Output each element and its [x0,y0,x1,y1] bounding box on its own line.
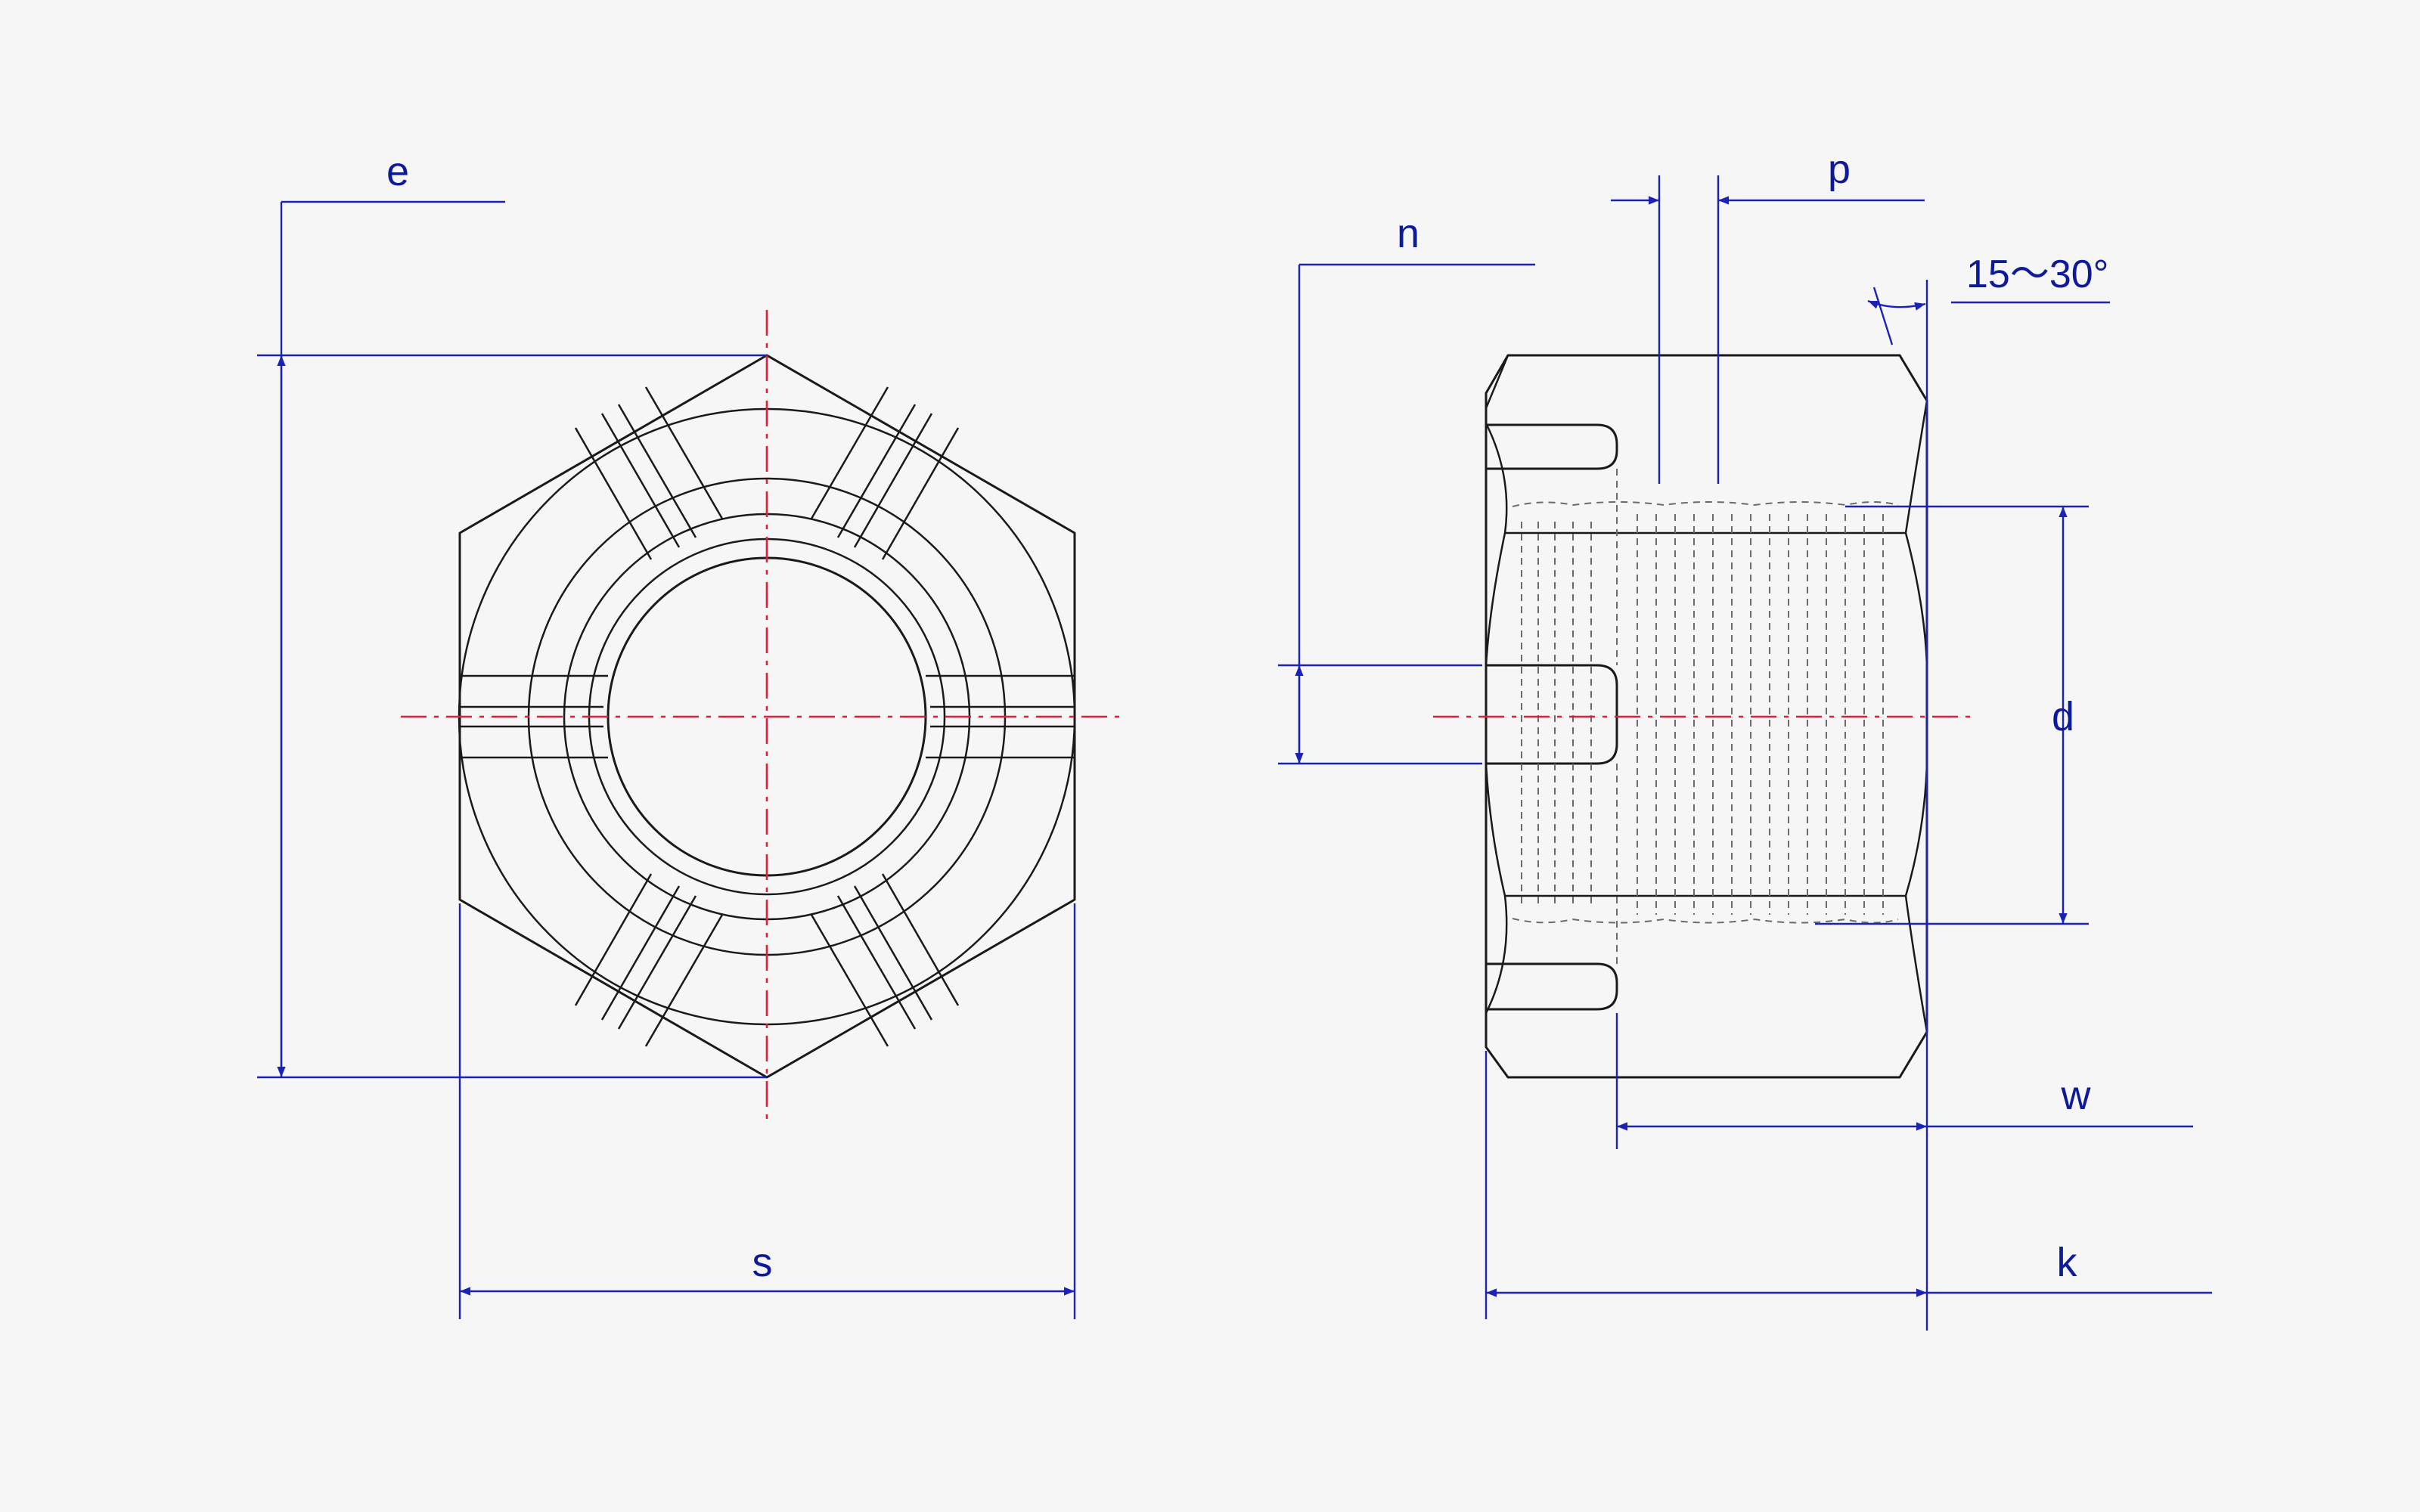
label-k: k [2057,1240,2078,1285]
crown-edge-top [1485,355,1509,409]
slot-180 [460,674,608,759]
label-w: w [2061,1073,2092,1118]
slot-0 [926,674,1075,759]
face-arc-top [1485,423,1508,666]
dimension-d [1815,505,2089,925]
dimension-k [1485,1051,2212,1319]
face-arc-right-top [1904,400,1928,666]
slot-bottom [1485,962,1618,1011]
slot-top [1485,423,1618,470]
face-arc-right-bottom [1904,763,1928,1033]
dimension-n [1278,263,1535,765]
slot-240 [574,873,724,1047]
label-e: e [386,149,409,194]
dimension-p [1611,175,1925,484]
dimension-w [1615,1013,2193,1149]
slot-middle [1485,664,1618,765]
slot-60 [810,386,960,560]
face-arc-bottom [1485,763,1508,1014]
side-view [1433,354,1978,1079]
label-angle: 15～30° [1966,253,2108,296]
label-p: p [1828,147,1851,192]
label-n: n [1397,211,1419,256]
label-s: s [752,1240,773,1285]
slot-120 [574,386,724,560]
front-view [401,310,1119,1126]
side-outline [1485,354,1928,1079]
dimension-s [458,903,1076,1319]
hidden-thread [1512,469,1899,964]
slot-300 [810,873,960,1047]
dimension-e [257,200,767,1079]
label-d: d [2052,694,2074,739]
dimension-angle [1867,280,2110,1331]
